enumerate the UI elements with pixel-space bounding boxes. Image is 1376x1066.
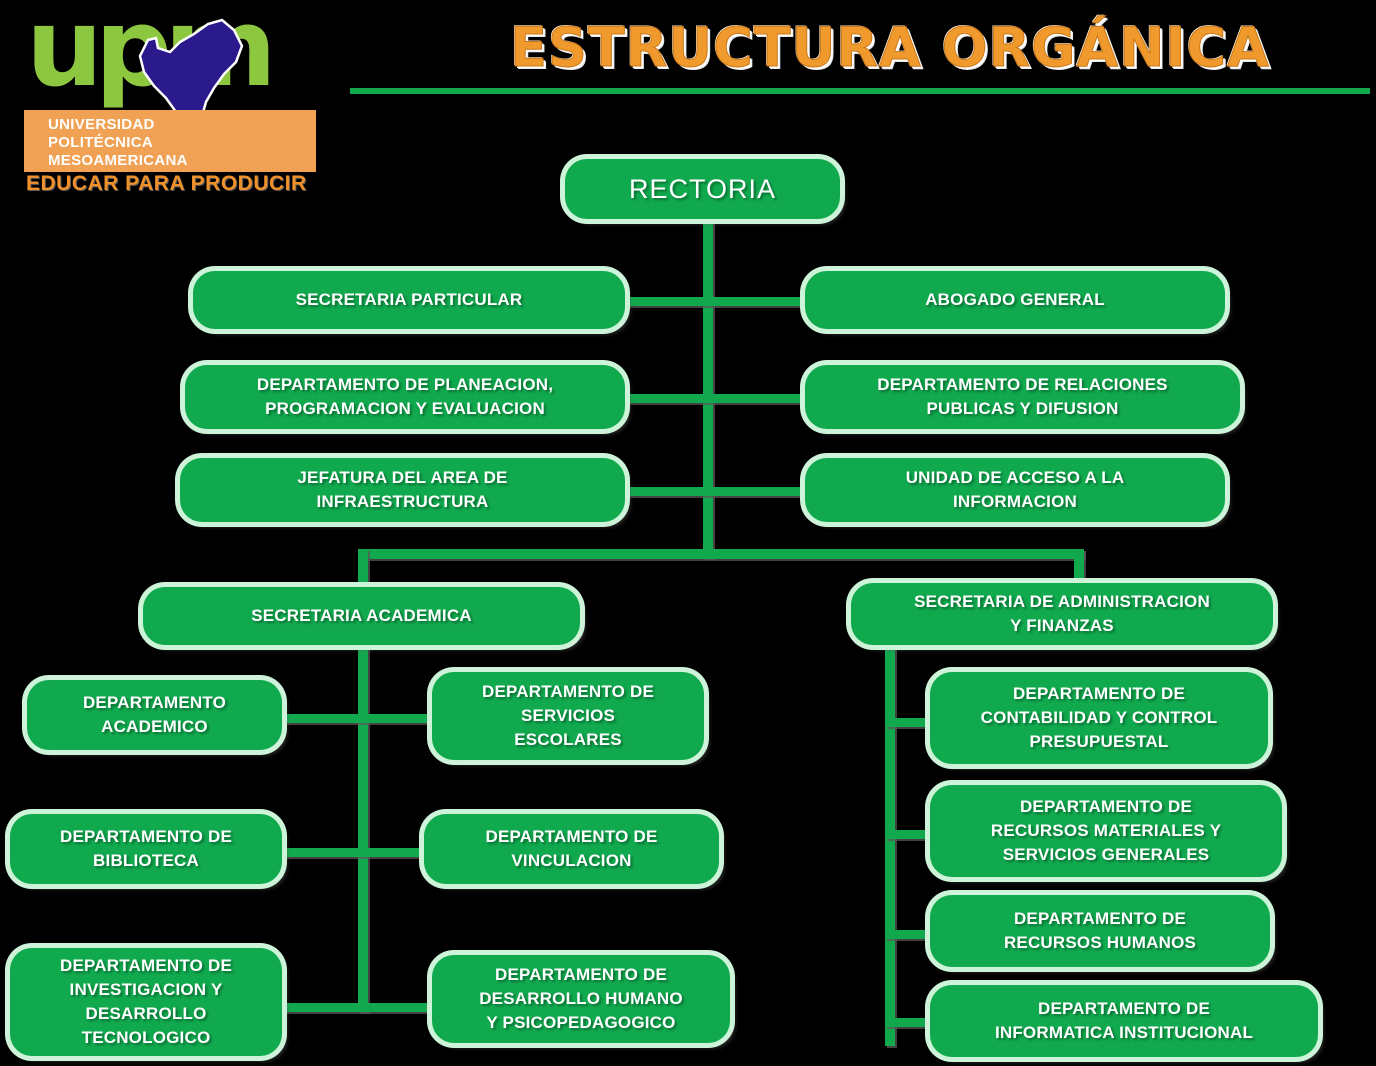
- connector-admin-row-1: [885, 718, 943, 727]
- org-node-vinculacion[interactable]: DEPARTAMENTO DE VINCULACION: [424, 814, 719, 884]
- org-node-label: DEPARTAMENTO DE INVESTIGACION Y DESARROL…: [59, 956, 233, 1047]
- org-node-label: UNIDAD DE ACCESO A LA INFORMACION: [905, 468, 1125, 511]
- org-node-rectoria[interactable]: RECTORIA: [565, 159, 840, 219]
- connector-academica-row-2: [272, 848, 444, 857]
- org-node-recursos-materiales[interactable]: DEPARTAMENTO DE RECURSOS MATERIALES Y SE…: [930, 785, 1282, 877]
- org-node-departamento-academico[interactable]: DEPARTAMENTO ACADEMICO: [27, 680, 282, 750]
- title-divider: [350, 88, 1370, 94]
- org-node-planeacion[interactable]: DEPARTAMENTO DE PLANEACION, PROGRAMACION…: [185, 365, 625, 429]
- connector-row-1: [612, 297, 816, 306]
- org-node-label: DEPARTAMENTO ACADEMICO: [82, 693, 227, 736]
- org-node-acceso-informacion[interactable]: UNIDAD DE ACCESO A LA INFORMACION: [805, 458, 1225, 522]
- org-node-label: DEPARTAMENTO DE BIBLIOTECA: [59, 827, 233, 870]
- logo-line-universidad: UNIVERSIDAD: [48, 116, 155, 133]
- org-node-label: DEPARTAMENTO DE PLANEACION, PROGRAMACION…: [256, 375, 554, 418]
- org-node-label: DEPARTAMENTO DE INFORMATICA INSTITUCIONA…: [994, 999, 1254, 1042]
- org-node-label: RECTORIA: [628, 174, 777, 204]
- connector-admin-row-2: [885, 830, 943, 839]
- org-node-secretaria-administracion[interactable]: SECRETARIA DE ADMINISTRACION Y FINANZAS: [851, 583, 1273, 645]
- org-node-investigacion-desarrollo[interactable]: DEPARTAMENTO DE INVESTIGACION Y DESARROL…: [10, 948, 282, 1056]
- org-node-label: DEPARTAMENTO DE RECURSOS HUMANOS: [1003, 909, 1197, 952]
- org-node-secretaria-particular[interactable]: SECRETARIA PARTICULAR: [193, 271, 625, 329]
- org-node-recursos-humanos[interactable]: DEPARTAMENTO DE RECURSOS HUMANOS: [930, 895, 1270, 967]
- org-node-secretaria-academica[interactable]: SECRETARIA ACADEMICA: [143, 587, 580, 645]
- connector-admin-row-4: [885, 1018, 943, 1027]
- org-node-label: DEPARTAMENTO DE RECURSOS MATERIALES Y SE…: [990, 797, 1222, 864]
- logo-name-bar: UNIVERSIDAD POLITÉCNICA MESOAMERICANA: [24, 110, 316, 172]
- connector-academica-row-3: [272, 1003, 444, 1012]
- org-node-label: DEPARTAMENTO DE RELACIONES PUBLICAS Y DI…: [877, 375, 1168, 418]
- org-node-relaciones-publicas[interactable]: DEPARTAMENTO DE RELACIONES PUBLICAS Y DI…: [805, 365, 1240, 429]
- logo-line-politecnica: POLITÉCNICA: [48, 134, 153, 151]
- connector-row-3: [612, 487, 816, 496]
- logo-line-mesoamericana: MESOAMERICANA: [48, 152, 188, 169]
- org-node-biblioteca[interactable]: DEPARTAMENTO DE BIBLIOTECA: [10, 814, 282, 884]
- connector-spine-academica: [358, 640, 368, 1012]
- org-node-label: SECRETARIA PARTICULAR: [295, 290, 523, 309]
- org-node-label: DEPARTAMENTO DE SERVICIOS ESCOLARES: [481, 682, 655, 749]
- org-node-servicios-escolares[interactable]: DEPARTAMENTO DE SERVICIOS ESCOLARES: [432, 672, 704, 760]
- org-node-label: DEPARTAMENTO DE CONTABILIDAD Y CONTROL P…: [980, 684, 1218, 751]
- org-node-label: SECRETARIA ACADEMICA: [251, 606, 472, 625]
- org-node-informatica-institucional[interactable]: DEPARTAMENTO DE INFORMATICA INSTITUCIONA…: [930, 985, 1318, 1057]
- org-node-label: SECRETARIA DE ADMINISTRACION Y FINANZAS: [914, 592, 1210, 635]
- org-node-contabilidad[interactable]: DEPARTAMENTO DE CONTABILIDAD Y CONTROL P…: [930, 672, 1268, 764]
- connector-trunk-main: [703, 216, 713, 558]
- org-node-label: ABOGADO GENERAL: [925, 290, 1105, 309]
- connector-spine-admin: [885, 640, 895, 1046]
- connector-drop-admin: [1074, 549, 1084, 591]
- upm-logo: upm UNIVERSIDAD POLITÉCNICA MESOAMERICAN…: [8, 0, 328, 202]
- connector-admin-row-3: [885, 930, 943, 939]
- connector-split-bar: [358, 549, 1084, 559]
- connector-drop-academica: [358, 549, 368, 591]
- connector-academica-row-1: [272, 714, 444, 723]
- connector-row-2: [612, 394, 816, 403]
- org-node-abogado-general[interactable]: ABOGADO GENERAL: [805, 271, 1225, 329]
- org-node-label: JEFATURA DEL AREA DE INFRAESTRUCTURA: [297, 468, 508, 511]
- org-node-desarrollo-humano[interactable]: DEPARTAMENTO DE DESARROLLO HUMANO Y PSIC…: [432, 955, 730, 1043]
- org-node-infraestructura[interactable]: JEFATURA DEL AREA DE INFRAESTRUCTURA: [180, 458, 625, 522]
- org-node-label: DEPARTAMENTO DE DESARROLLO HUMANO Y PSIC…: [479, 965, 683, 1032]
- logo-slogan: EDUCAR PARA PRODUCIR: [26, 172, 307, 195]
- page-title: ESTRUCTURA ORGÁNICA: [510, 16, 1270, 80]
- org-node-label: DEPARTAMENTO DE VINCULACION: [485, 827, 658, 870]
